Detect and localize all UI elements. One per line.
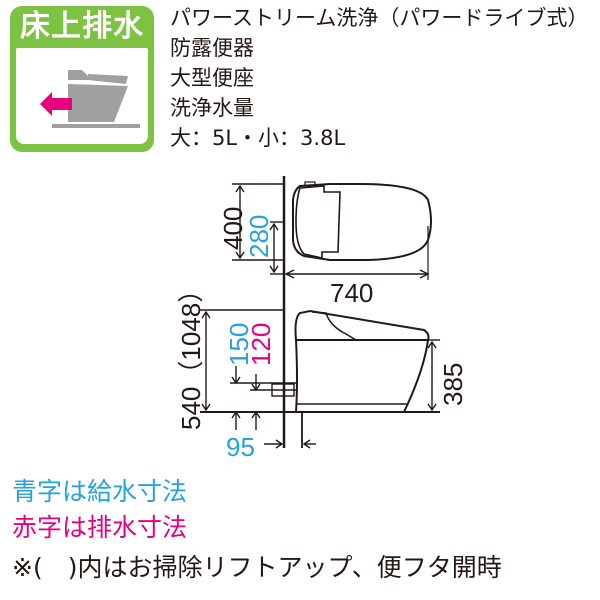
spec-list: パワーストリーム洗浄（パワードライブ式） 防露便器 大型便座 洗浄水量 大：5L… xyxy=(170,3,588,153)
spec-water-volume-value: 大：5L・小：3.8L xyxy=(170,126,346,150)
legend-blue-supply: 青字は給水寸法 xyxy=(12,477,188,506)
dimension-diagram: 400 280 740 540（1048） 150 120 385 95 xyxy=(176,176,468,460)
spec-flush-type: パワーストリーム洗浄（パワードライブ式） xyxy=(170,6,589,30)
dim-95-supply: 95 xyxy=(226,432,255,460)
dim-740: 740 xyxy=(330,278,373,308)
badge-icon-area xyxy=(16,48,148,144)
dim-400: 400 xyxy=(218,207,248,250)
legend-paren-note: ※( )内はお掃除リフトアップ、便フタ開時 xyxy=(12,553,502,582)
badge-title: 床上排水 xyxy=(20,9,144,44)
dim-540-1048: 540（1048） xyxy=(176,277,206,430)
dim-280-supply: 280 xyxy=(244,215,274,258)
legend-red-drain: 赤字は排水寸法 xyxy=(12,513,188,542)
floor-drain-toilet-icon xyxy=(40,70,140,128)
spec-anti-condensation: 防露便器 xyxy=(170,36,254,60)
dim-385: 385 xyxy=(438,363,468,406)
spec-large-seat: 大型便座 xyxy=(170,66,254,90)
floor-drain-badge: 床上排水 xyxy=(10,6,154,152)
dim-120-drain: 120 xyxy=(246,323,276,366)
dim-150-supply: 150 xyxy=(224,323,254,366)
spec-water-volume-label: 洗浄水量 xyxy=(170,96,254,120)
